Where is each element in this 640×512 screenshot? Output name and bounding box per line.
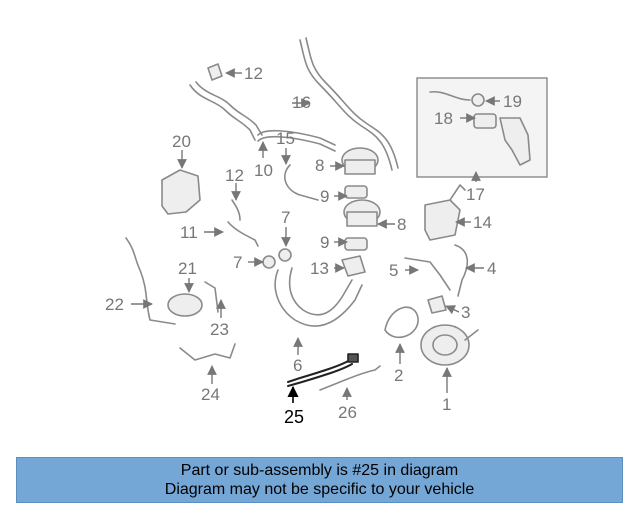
part-23-hose [204, 281, 219, 313]
callout-9-upper: 9 [320, 187, 329, 206]
callout-17: 17 [466, 185, 485, 204]
callout-15: 15 [276, 129, 295, 148]
part-13-bracket [341, 255, 366, 277]
callout-2: 2 [394, 366, 403, 385]
part-1-air-pump [420, 324, 479, 366]
part-8-valve-lower [343, 199, 381, 227]
part-11-hose [227, 221, 259, 247]
callout-20: 20 [172, 132, 191, 151]
part-25-wiring-harness [287, 353, 359, 387]
part-6-hose [274, 269, 363, 327]
callout-21: 21 [178, 259, 197, 278]
callout-22: 22 [105, 295, 124, 314]
part-5-pipe [404, 257, 451, 291]
part-17-inset-box [416, 77, 548, 178]
part-24-hose [179, 343, 236, 361]
callout-24: 24 [201, 385, 220, 404]
callout-16: 16 [292, 93, 311, 112]
exploded-parts-diagram: 12 16 20 15 10 8 9 8 9 12 11 7 7 13 14 1… [105, 37, 548, 427]
callout-12-top: 12 [244, 64, 263, 83]
part-20-bracket [161, 169, 201, 215]
callout-23: 23 [210, 320, 229, 339]
part-2-gasket [384, 306, 419, 339]
callout-25-highlighted: 25 [284, 407, 304, 427]
part-26-sensor [319, 365, 381, 391]
part-15-hose [284, 164, 319, 201]
part-8-valve-upper [341, 147, 379, 175]
callout-13: 13 [310, 259, 329, 278]
callout-1: 1 [442, 395, 451, 414]
callout-5: 5 [389, 261, 398, 280]
callout-3: 3 [461, 303, 470, 322]
banner-line-1: Part or sub-assembly is #25 in diagram [180, 462, 459, 479]
part-21-ring [167, 293, 203, 317]
callout-10: 10 [254, 161, 273, 180]
callout-26: 26 [338, 403, 357, 422]
part-7-clamp-b [278, 248, 292, 262]
part-22-hose [125, 237, 176, 325]
part-12-clamp [231, 199, 241, 221]
part-9-gasket-upper [344, 185, 368, 199]
part-4-hose [454, 244, 469, 297]
callout-19: 19 [503, 92, 522, 111]
callout-4: 4 [487, 259, 496, 278]
callout-8-lower: 8 [397, 215, 406, 234]
callout-18: 18 [434, 109, 453, 128]
info-banner: Part or sub-assembly is #25 in diagram D… [16, 457, 623, 503]
callout-7-upper: 7 [281, 208, 290, 227]
part-16-hose [299, 37, 399, 171]
callout-6: 6 [293, 356, 302, 375]
leader-lines [131, 68, 500, 403]
callout-8-upper: 8 [315, 156, 324, 175]
banner-line-2: Diagram may not be specific to your vehi… [164, 481, 475, 498]
callout-7-lower: 7 [233, 253, 242, 272]
callout-14: 14 [473, 213, 492, 232]
callout-12-mid: 12 [225, 166, 244, 185]
callout-11: 11 [180, 223, 198, 242]
part-3-sensor [427, 295, 447, 314]
part-14-reservoir [424, 199, 461, 241]
callout-labels: 12 16 20 15 10 8 9 8 9 12 11 7 7 13 14 1… [105, 64, 522, 427]
part-12-hose [189, 63, 336, 152]
part-7-clamp-a [262, 255, 276, 269]
part-9-gasket-lower [344, 237, 368, 251]
callout-9-lower: 9 [320, 233, 329, 252]
